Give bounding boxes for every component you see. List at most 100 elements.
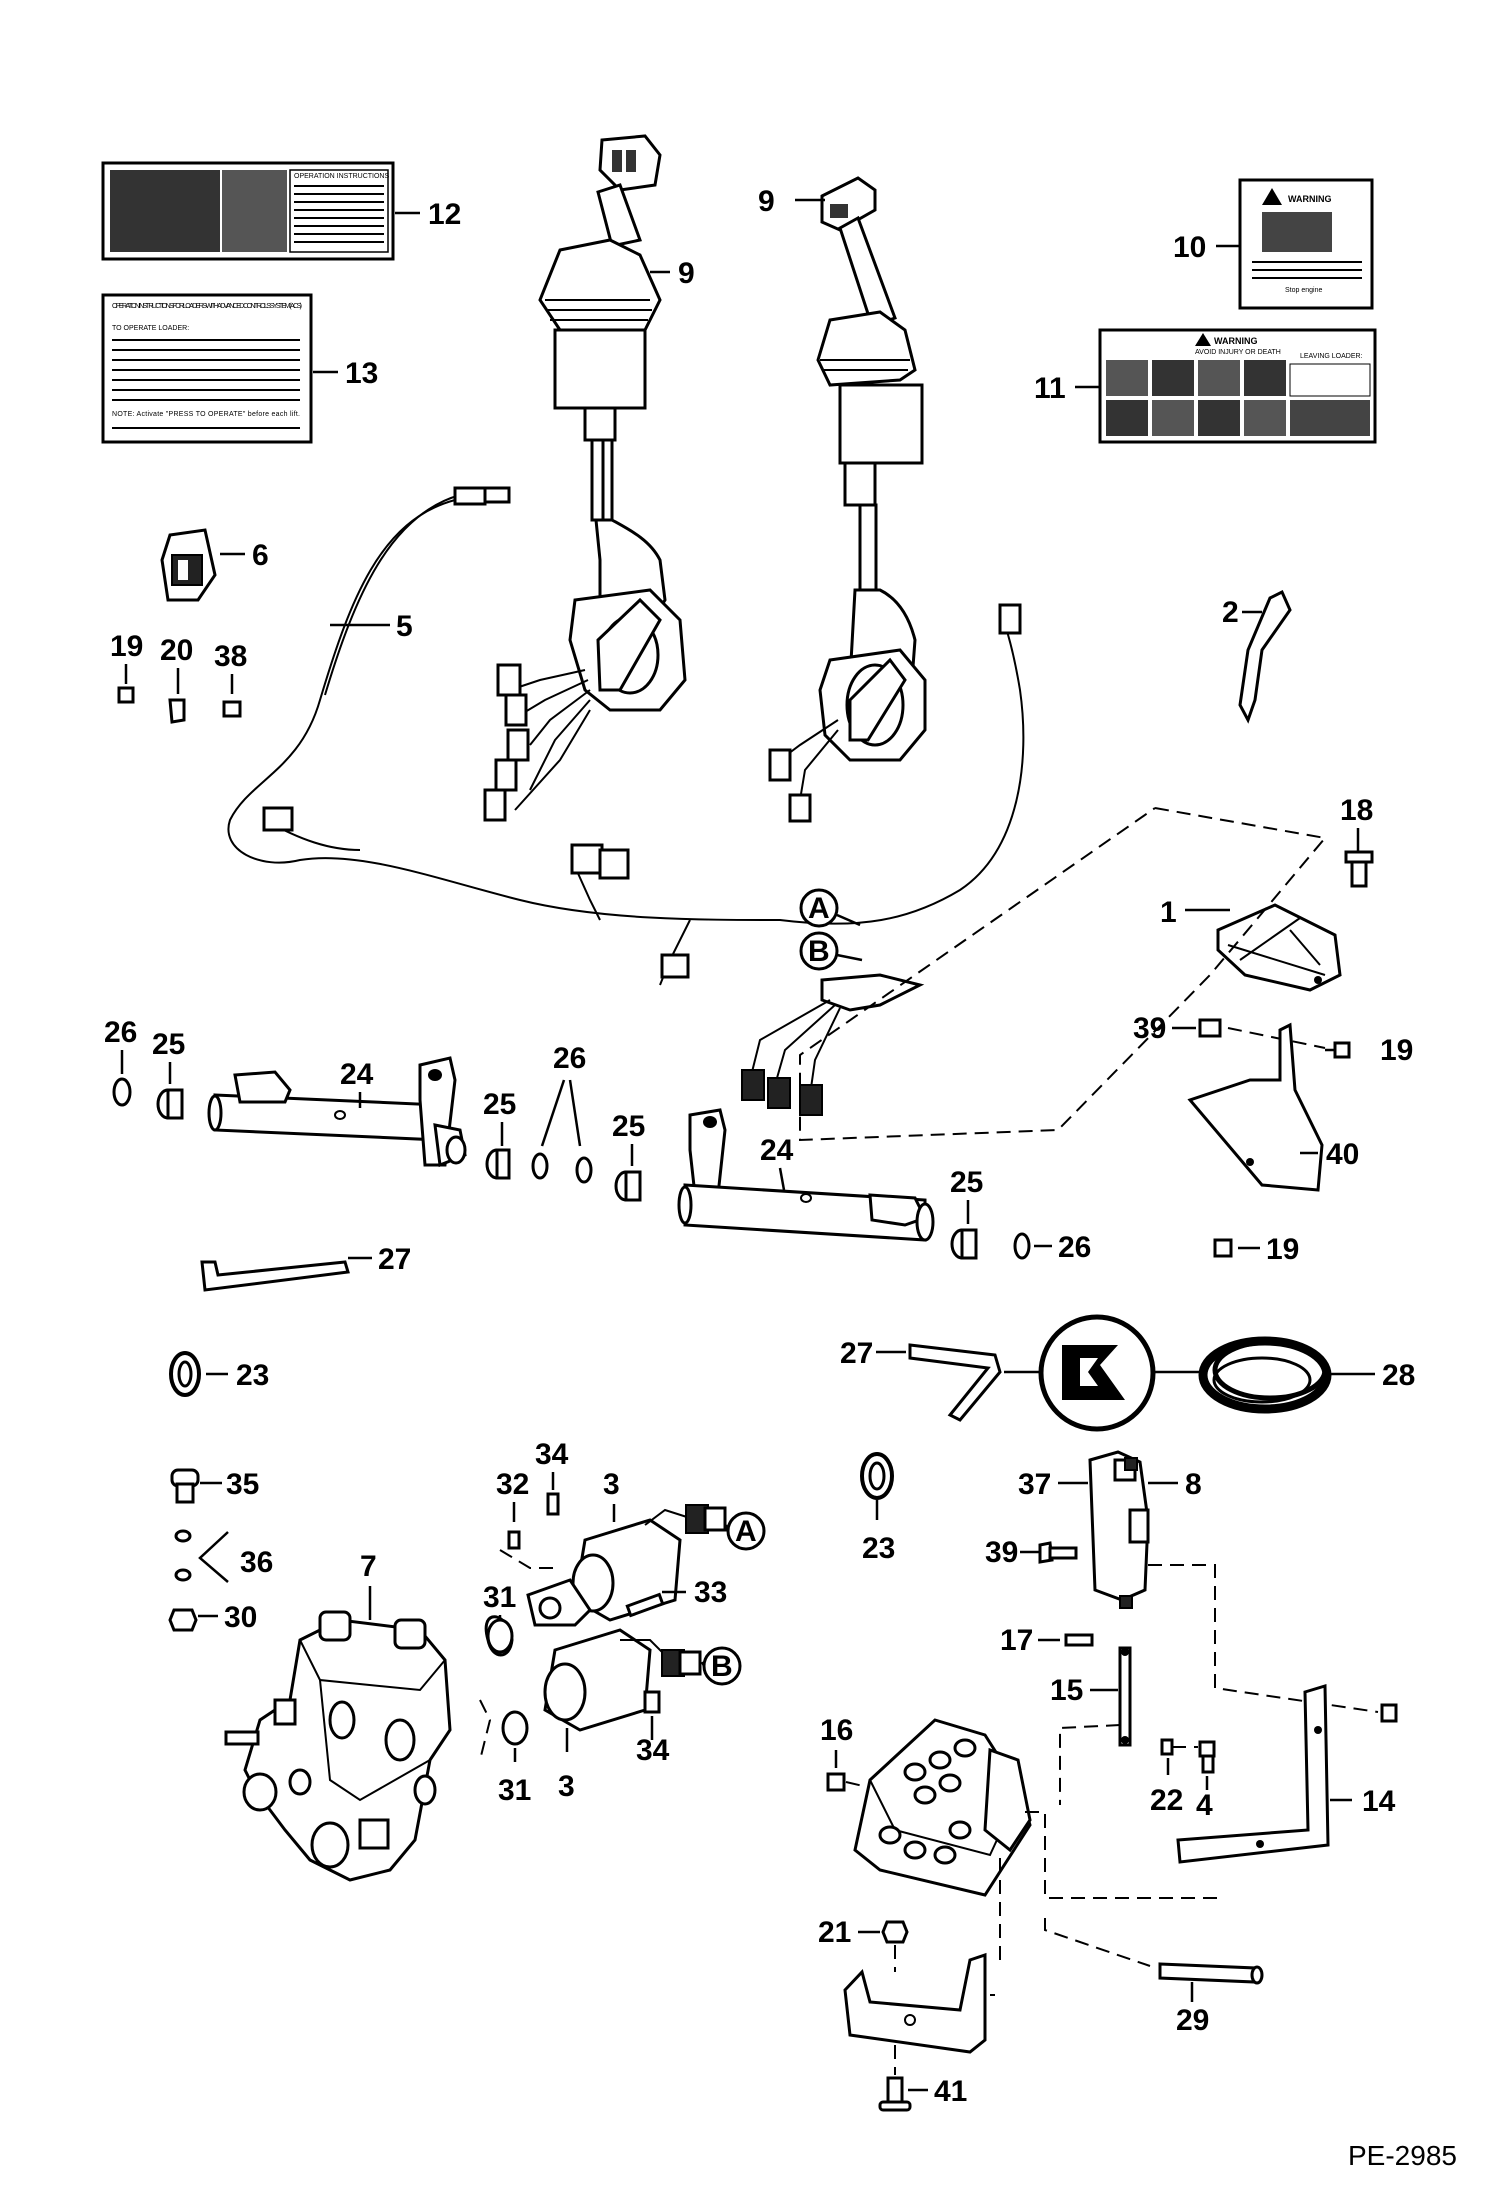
callout-35: 35 (226, 1468, 259, 1501)
callout-21: 21 (818, 1916, 851, 1949)
callout-3-a: 3 (603, 1468, 620, 1501)
callout-36: 36 (240, 1546, 273, 1579)
callout-17: 17 (1000, 1624, 1033, 1657)
callout-31-b: 31 (498, 1774, 531, 1807)
hose-coil-28 (1198, 1336, 1332, 1414)
allen-wrench-27-left (200, 1260, 350, 1292)
callout-27-a: 27 (378, 1243, 411, 1276)
callout-27-b: 27 (840, 1337, 873, 1370)
solenoid-3-upper (526, 1504, 727, 1627)
rocker-switch (160, 528, 217, 602)
callout-19-a: 19 (110, 630, 143, 663)
connector-A-harness: A (808, 892, 830, 925)
callout-11: 11 (1034, 372, 1066, 405)
callout-19-b: 19 (1380, 1034, 1413, 1067)
callout-34-a: 34 (535, 1438, 569, 1471)
callout-32: 32 (496, 1468, 529, 1501)
brand-logo-icon (1038, 1314, 1156, 1432)
shaft-24-right (677, 1108, 935, 1242)
joystick-left (538, 134, 687, 712)
callout-25-a: 25 (152, 1028, 185, 1061)
connector-A-solenoid: A (735, 1515, 757, 1548)
callout-16: 16 (820, 1714, 853, 1747)
joystick-left-wires (483, 663, 591, 822)
callout-38: 39 (985, 1536, 1018, 1569)
control-valve-7 (224, 1610, 452, 1882)
callout-24-a: 24 (340, 1058, 374, 1091)
callout-13: 13 (345, 357, 378, 390)
callout-5: 5 (396, 610, 413, 643)
callout-9-left: 9 (678, 257, 695, 290)
decal-11-warning: WARNING (1214, 336, 1258, 346)
decal-13-title: OPERATION INSTRUCTIONS FOR LOADERS WITH … (112, 303, 302, 310)
joystick-right (816, 176, 927, 762)
callout-15: 15 (1050, 1674, 1083, 1707)
callout-30: 30 (224, 1601, 257, 1634)
connector-B-solenoid: B (711, 1650, 733, 1683)
callout-26-c: 26 (1058, 1231, 1091, 1264)
callout-12: 12 (428, 198, 461, 231)
mounting-bracket-pedal (843, 1952, 987, 2054)
callout-26-b: 26 (553, 1042, 586, 1075)
callout-39-a: 38 (214, 640, 247, 673)
callout-1: 1 (1160, 896, 1177, 929)
callout-28: 28 (1382, 1359, 1415, 1392)
callout-26-a: 26 (104, 1016, 137, 1049)
callout-25-c: 25 (612, 1110, 645, 1143)
page-code: PE-2985 (1348, 2140, 1457, 2171)
callout-20: 20 (160, 634, 193, 667)
cap-35 (170, 1468, 200, 1504)
callout-40: 40 (1326, 1138, 1359, 1171)
decal-10-warning: WARNING (1288, 194, 1332, 204)
decal-11-sub: AVOID INJURY OR DEATH (1195, 349, 1281, 356)
shaft-24-left (207, 1056, 467, 1168)
callout-33: 33 (694, 1576, 727, 1609)
decal-operation-instructions-13: OPERATION INSTRUCTIONS FOR LOADERS WITH … (101, 293, 313, 444)
callout-3-b: 3 (558, 1770, 575, 1803)
connector-B-harness: B (808, 935, 830, 968)
callout-4: 4 (1196, 1789, 1213, 1822)
callout-24-b: 24 (760, 1134, 794, 1167)
decal-13-note: NOTE: Activate "PRESS TO OPERATE" before… (112, 411, 300, 418)
solenoid-3-lower (543, 1628, 702, 1732)
link-15 (1118, 1646, 1132, 1747)
pin-29 (1158, 1962, 1264, 1985)
bracket-2 (1238, 589, 1292, 724)
decal-10-stop-engine: Stop engine (1285, 287, 1322, 294)
decal-warning-11: WARNING AVOID INJURY OR DEATH LEAVING LO… (1098, 328, 1377, 444)
callout-18: 18 (1340, 794, 1373, 827)
bracket-40 (1187, 1022, 1324, 1192)
callout-39-b: 39 (1133, 1012, 1166, 1045)
decal-11-leaving: LEAVING LOADER: (1300, 353, 1363, 360)
callout-31-a: 31 (483, 1581, 516, 1614)
callout-23-a: 23 (236, 1359, 269, 1392)
callout-2: 2 (1222, 596, 1239, 629)
callout-9-right: 9 (758, 185, 775, 218)
callout-22: 22 (1150, 1784, 1183, 1817)
decal-warning-10: WARNING Stop engine (1238, 178, 1374, 310)
callout-7: 7 (360, 1550, 377, 1583)
callout-14: 14 (1362, 1785, 1396, 1818)
callout-25-b: 25 (483, 1088, 516, 1121)
callout-34-b: 34 (636, 1734, 670, 1767)
decal-13-to-operate: TO OPERATE LOADER: (112, 325, 189, 332)
pedal-switch-8 (1088, 1450, 1150, 1609)
callout-25-d: 25 (950, 1166, 983, 1199)
callout-37: 37 (1018, 1468, 1051, 1501)
cover-1 (1216, 903, 1342, 992)
callout-6: 6 (252, 539, 269, 572)
bracket-14 (1176, 1683, 1330, 1864)
decal-operation-instructions-12: OPERATION INSTRUCTIONS (101, 161, 395, 261)
callout-41: 41 (934, 2075, 967, 2108)
callout-23-b: 23 (862, 1532, 895, 1565)
wiring-harness (227, 486, 1025, 1116)
decal-12-title: OPERATION INSTRUCTIONS (294, 173, 389, 180)
callout-29: 29 (1176, 2004, 1209, 2037)
joystick-right-wires (768, 719, 839, 823)
callout-19-c: 19 (1266, 1233, 1299, 1266)
foot-pedal (853, 1718, 1032, 1897)
callout-8: 8 (1185, 1468, 1202, 1501)
allen-wrench-27-right (908, 1343, 1002, 1422)
callout-10: 10 (1173, 231, 1206, 264)
